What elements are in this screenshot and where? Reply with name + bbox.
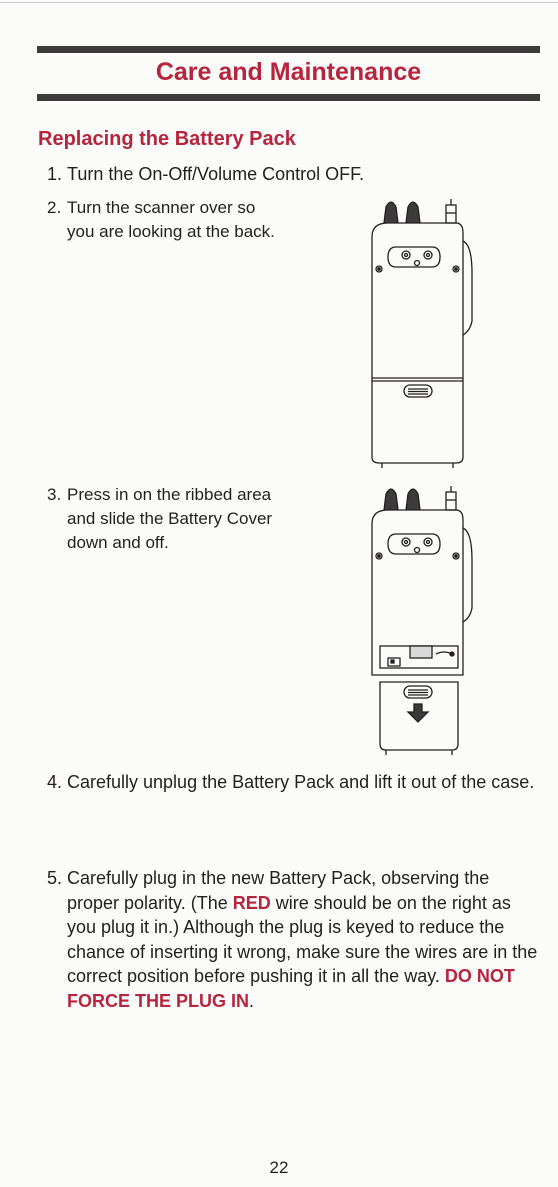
step-text: Press in on the ribbed area and slide th… <box>67 485 273 552</box>
step-number: 4. <box>47 772 63 792</box>
step-number: 1. <box>47 164 63 184</box>
red-wire-label: RED <box>232 892 271 913</box>
step-text: Turn the On-Off/Volume Control OFF. <box>67 164 365 184</box>
step-1: 1. Turn the On-Off/Volume Control OFF. <box>47 162 527 186</box>
step-text: Carefully plug in the new Battery Pack, … <box>67 866 542 1013</box>
page-number: 22 <box>269 1158 289 1177</box>
page-title: Care and Maintenance <box>155 58 422 86</box>
header-rule-top <box>37 46 540 53</box>
step-text-part: wire should be on the right as you plug … <box>67 892 538 987</box>
step-text-part: Carefully plug in the new Battery Pack, … <box>67 868 490 913</box>
scanner-back-illustration <box>371 199 473 468</box>
header-rule-bottom <box>37 94 540 101</box>
step-text-part: . <box>249 990 255 1011</box>
step-text: Turn the scanner over so you are looking… <box>67 198 275 241</box>
warning-text: DO NOT FORCE THE PLUG IN <box>67 966 515 1011</box>
top-rule <box>0 2 558 3</box>
step-3: 3. Press in on the ribbed area and slide… <box>47 483 282 555</box>
step-5: 5. Carefully plug in the new Battery Pac… <box>47 866 542 1013</box>
step-number: 5. <box>47 868 63 888</box>
section-heading: Replacing the Battery Pack <box>38 128 296 150</box>
step-number: 3. <box>47 485 62 504</box>
scanner-cover-removed-illustration <box>371 486 473 755</box>
step-4: 4. Carefully unplug the Battery Pack and… <box>47 770 537 794</box>
step-number: 2. <box>47 198 62 217</box>
step-2: 2. Turn the scanner over so you are look… <box>47 196 282 244</box>
step-text: Carefully unplug the Battery Pack and li… <box>67 772 535 792</box>
